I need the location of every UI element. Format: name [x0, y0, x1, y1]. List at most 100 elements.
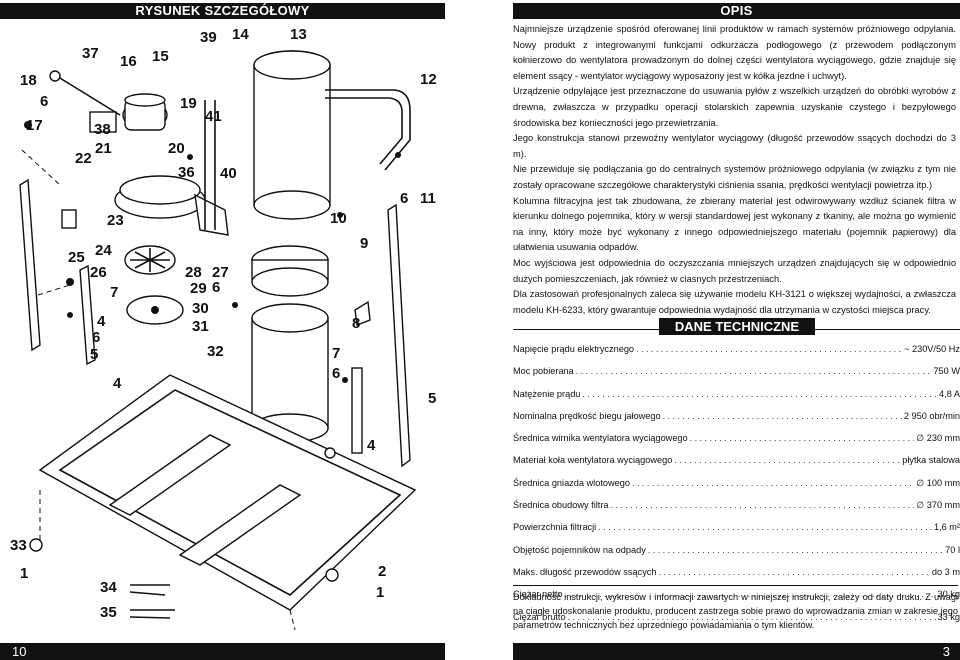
specs-title: DANE TECHNICZNE [659, 318, 815, 335]
filter-ring-part [251, 245, 329, 297]
svg-text:1: 1 [20, 565, 28, 582]
disclaimer-note: Dokładność instrukcji, wykresów i inform… [513, 585, 958, 632]
post-left-part [79, 264, 96, 366]
leader-dots [690, 433, 915, 443]
spec-row: Powierzchnia filtracji1,6 m² [513, 516, 960, 538]
spec-label: Średnica wirnika wentylatora wyciągowego [513, 433, 688, 444]
spec-row: Ciężar brutto 33 kg [513, 606, 960, 628]
svg-text:23: 23 [107, 212, 124, 229]
svg-text:14: 14 [232, 26, 249, 43]
spec-label: Średnica gniazda wlotowego [513, 477, 630, 488]
spec-value: 30 kg [937, 589, 960, 600]
leader-dots [611, 500, 915, 510]
spec-label: Napięcie prądu elektrycznego [513, 344, 635, 354]
svg-text:6: 6 [92, 329, 100, 346]
svg-text:19: 19 [180, 95, 197, 112]
svg-text:6: 6 [332, 365, 340, 382]
svg-text:29: 29 [190, 280, 207, 297]
svg-text:33: 33 [10, 537, 27, 554]
spec-label: Średnica obudowy filtra [513, 500, 609, 511]
spec-row: Materiał koła wentylatora wyciągowego pły… [513, 449, 960, 471]
svg-text:7: 7 [110, 284, 118, 301]
svg-text:26: 26 [90, 264, 107, 281]
description-paragraph: Najmniejsze urządzenie spośród oferowane… [513, 24, 956, 81]
svg-text:37: 37 [82, 45, 99, 62]
part-number-labels: 39 14 13 37 16 15 18 12 6 17 19 41 38 21… [10, 26, 437, 621]
spec-row: Maks. długość przewodów ssących do 3 m [513, 561, 960, 583]
fan-housing-part [114, 175, 229, 236]
handle-parts [129, 584, 175, 619]
base-frame-part [38, 374, 417, 611]
exploded-parts-diagram: 39 14 13 37 16 15 18 12 6 17 19 41 38 21… [10, 26, 437, 631]
wheel-part [29, 447, 339, 582]
spec-row: Nominalna prędkość biegu jałowego 2 950 o… [513, 405, 960, 427]
svg-text:4: 4 [113, 375, 122, 392]
description-paragraph: Jego konstrukcja stanowi przewoźny wenty… [513, 133, 956, 159]
spec-label: Ciężar netto [513, 589, 563, 600]
spec-value: ∅ 100 mm [916, 477, 960, 488]
motor-part [122, 93, 168, 131]
svg-text:35: 35 [100, 604, 117, 621]
spec-value: ∅ 370 mm [916, 500, 960, 511]
svg-text:22: 22 [75, 150, 92, 167]
spec-row: Średnica wirnika wentylatora wyciągowego… [513, 427, 960, 449]
svg-text:34: 34 [100, 579, 117, 596]
svg-text:6: 6 [40, 93, 48, 110]
svg-text:15: 15 [152, 48, 169, 65]
spec-label: Nominalna prędkość biegu jałowego [513, 410, 661, 421]
spec-row: Średnica gniazda wlotowego ∅ 100 mm [513, 472, 960, 494]
leader-dots [632, 478, 914, 488]
fasteners [24, 121, 401, 383]
bracket-part [89, 111, 117, 133]
spec-label: Materiał koła wentylatora wyciągowego [513, 455, 673, 466]
svg-text:6: 6 [212, 279, 220, 296]
svg-text:16: 16 [120, 53, 137, 70]
leader-dots [582, 389, 937, 399]
post-part [351, 367, 363, 454]
description-paragraph: Urządzenie odpylające jest przeznaczone … [513, 86, 956, 128]
spec-value: płytka stalowa [902, 455, 960, 466]
section-header-drawing: RYSUNEK SZCZEGÓŁOWY [0, 3, 445, 19]
spec-row: Napięcie prądu elektrycznego~ 230V/50 Hz [513, 338, 960, 360]
leader-dots [648, 545, 943, 555]
spec-label: Ciężar brutto [513, 611, 566, 622]
svg-text:6: 6 [400, 190, 408, 207]
spec-value: 2 950 obr/min [903, 410, 960, 421]
switch-box-part [61, 209, 77, 229]
svg-text:4: 4 [97, 313, 106, 330]
svg-text:28: 28 [185, 264, 202, 281]
dust-bag-part [251, 303, 329, 443]
spec-value: 70 l [945, 544, 960, 555]
leader-dots [636, 344, 902, 354]
spec-value: do 3 m [931, 566, 960, 577]
leader-dots [576, 366, 932, 376]
svg-text:18: 18 [20, 72, 37, 89]
description-paragraph: Kolumna filtracyjna jest tak zbudowana, … [513, 195, 956, 253]
svg-text:1: 1 [376, 584, 384, 601]
spec-value: 4,8 A [939, 388, 960, 399]
svg-text:21: 21 [95, 140, 112, 157]
description-paragraph: Dla zastosowań profesjonalnych zaleca si… [513, 289, 956, 315]
svg-text:4: 4 [367, 437, 376, 454]
spec-row: Średnica obudowy filtra ∅ 370 mm [513, 494, 960, 516]
spec-label: Powierzchnia filtracji [513, 522, 597, 533]
spec-value: 33 kg [937, 611, 960, 622]
leader-dots [663, 411, 902, 421]
spec-row: Ciężar netto 30 kg [513, 583, 960, 605]
spec-row: Natężenie prądu 4,8 A [513, 383, 960, 405]
description-text: Najmniejsze urządzenie spośród oferowane… [513, 22, 956, 318]
spec-label: Natężenie prądu [513, 388, 581, 399]
page-number-left: 10 [0, 643, 445, 660]
base-plate-part [126, 295, 184, 325]
svg-text:20: 20 [168, 140, 185, 157]
spec-row: Objętość pojemników na odpady70 l [513, 539, 960, 561]
spec-label: Maks. długość przewodów ssących [513, 566, 657, 577]
svg-text:24: 24 [95, 242, 112, 259]
spec-value: ∅ 230 mm [916, 433, 960, 444]
leader-dots [598, 522, 932, 532]
description-paragraph: Moc wyjściowa jest odpowiednia do oczysz… [513, 257, 956, 284]
svg-text:5: 5 [90, 346, 98, 363]
svg-text:41: 41 [205, 108, 222, 125]
description-paragraph: Nie przewiduje się podłączania go do cen… [513, 164, 956, 190]
impeller-part [124, 245, 176, 275]
